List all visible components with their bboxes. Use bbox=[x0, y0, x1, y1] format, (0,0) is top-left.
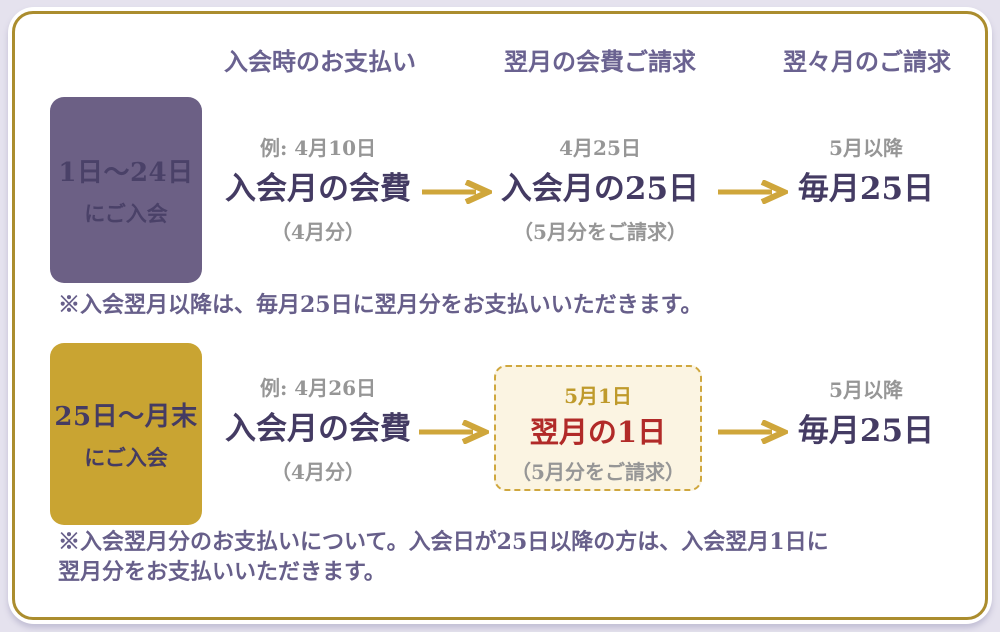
row2-step2-date: 5月1日 bbox=[564, 384, 632, 408]
row1-step-recurring-billing: 5月以降 毎月25日 bbox=[721, 132, 1000, 216]
row1-period-badge: 1日〜24日 にご入会 bbox=[50, 97, 202, 283]
row1-step-joining-payment: 例: 4月10日 入会月の会費 （4月分） bbox=[173, 132, 463, 245]
row1-step2-date: 4月25日 bbox=[559, 136, 641, 160]
row2-step3-date: 5月以降 bbox=[829, 378, 903, 402]
row1-step1-main: 入会月の会費 bbox=[225, 171, 411, 207]
row1-step3-date: 5月以降 bbox=[829, 136, 903, 160]
arrow-right-icon bbox=[419, 420, 489, 444]
row2-step2-sub: （5月分をご請求） bbox=[511, 460, 685, 484]
row1-step-next-month-billing: 4月25日 入会月の25日 （5月分をご請求） bbox=[455, 132, 745, 245]
row1-step1-sub: （4月分） bbox=[271, 220, 365, 244]
row1-step2-sub: （5月分をご請求） bbox=[513, 220, 687, 244]
arrow-right-icon bbox=[718, 180, 788, 204]
row2-note-line2: 翌月分をお支払いいただきます。 bbox=[58, 559, 386, 585]
row1-note: ※入会翌月以降は、毎月25日に翌月分をお支払いいただきます。 bbox=[58, 292, 703, 318]
arrow-right-icon bbox=[422, 180, 492, 204]
row1-step1-date: 例: 4月10日 bbox=[259, 136, 377, 160]
row2-note: ※入会翌月分のお支払いについて。入会日が25日以降の方は、入会翌月1日に 翌月分… bbox=[58, 527, 829, 587]
row2-first-day-highlight-box: 5月1日 翌月の1日 （5月分をご請求） bbox=[494, 365, 702, 491]
row2-note-line1: ※入会翌月分のお支払いについて。入会日が25日以降の方は、入会翌月1日に bbox=[58, 529, 829, 555]
row2-badge-suffix-label: にご入会 bbox=[84, 445, 168, 470]
row1-badge-period-label: 1日〜24日 bbox=[58, 158, 194, 188]
row2-badge-period-label: 25日〜月末 bbox=[54, 402, 198, 432]
arrow-right-icon bbox=[718, 420, 788, 444]
row2-step-joining-payment: 例: 4月26日 入会月の会費 （4月分） bbox=[173, 372, 463, 485]
row2-step1-sub: （4月分） bbox=[271, 460, 365, 484]
column-header-joining-payment: 入会時のお支払い bbox=[224, 47, 416, 76]
row1-badge-suffix-label: にご入会 bbox=[84, 201, 168, 226]
row1-step2-main: 入会月の25日 bbox=[500, 171, 700, 207]
row2-step2-main: 翌月の1日 bbox=[529, 415, 667, 449]
row2-step-recurring-billing: 5月以降 毎月25日 bbox=[721, 374, 1000, 458]
row2-step3-main: 毎月25日 bbox=[797, 413, 935, 449]
column-header-month-after-next-billing: 翌々月のご請求 bbox=[783, 47, 951, 76]
row2-period-badge: 25日〜月末 にご入会 bbox=[50, 343, 202, 525]
row2-step1-date: 例: 4月26日 bbox=[259, 376, 377, 400]
row2-step1-main: 入会月の会費 bbox=[225, 411, 411, 447]
row1-step3-main: 毎月25日 bbox=[797, 171, 935, 207]
column-header-next-month-billing: 翌月の会費ご請求 bbox=[504, 47, 696, 76]
